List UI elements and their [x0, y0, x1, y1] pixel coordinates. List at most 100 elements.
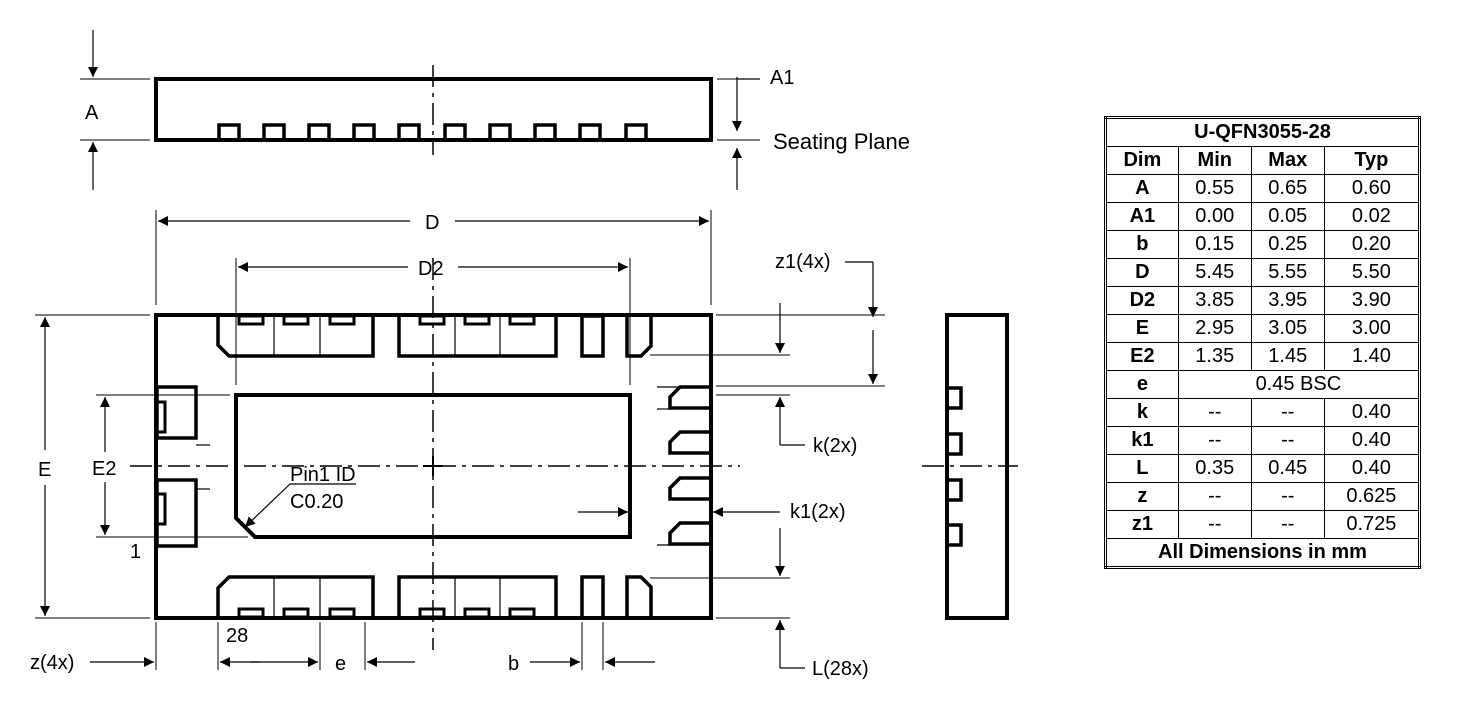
- table-cell-value: 5.55: [1250, 258, 1325, 287]
- pad-marker: [328, 314, 356, 326]
- pad-left: [155, 478, 198, 548]
- table-cell-dim: E: [1105, 314, 1179, 343]
- table-cell-value: --: [1177, 426, 1252, 455]
- pad-marker: [237, 314, 265, 326]
- side-pad: [397, 123, 421, 142]
- end-pad: [945, 432, 963, 456]
- table-cell-value: 3.90: [1323, 286, 1421, 315]
- table-cell-value: --: [1250, 398, 1325, 427]
- table-header-dim: Dim: [1105, 146, 1179, 175]
- table-cell-value: 0.35: [1177, 454, 1252, 483]
- table-cell-value: --: [1177, 398, 1252, 427]
- side-pad: [307, 123, 331, 142]
- pad-marker: [282, 314, 310, 326]
- table-cell-value: 5.45: [1177, 258, 1252, 287]
- side-pad: [443, 123, 467, 142]
- table-cell-dim: E2: [1105, 342, 1179, 371]
- table-cell-dim: k: [1105, 398, 1179, 427]
- side-pad: [217, 123, 241, 142]
- table-cell-value: 0.55: [1177, 174, 1252, 203]
- table-cell-value: 5.50: [1323, 258, 1421, 287]
- end-pad: [945, 478, 963, 502]
- pad-right: [668, 476, 711, 501]
- end-pad: [945, 386, 963, 410]
- table-row: z1----0.725: [1105, 510, 1421, 539]
- table-title: U-QFN3055-28: [1105, 117, 1420, 147]
- table-row: z----0.625: [1105, 482, 1421, 511]
- pad-single: [580, 314, 605, 358]
- side-pad: [578, 123, 602, 142]
- pad-right: [668, 430, 711, 455]
- table-cell-value: 3.05: [1250, 314, 1325, 343]
- label-z: z(4x): [30, 652, 74, 674]
- pad-marker: [155, 492, 167, 526]
- label-E: E: [38, 459, 51, 481]
- table-cell-value: 0.02: [1323, 202, 1421, 231]
- label-E2: E2: [92, 458, 116, 480]
- table-cell-dim: e: [1105, 370, 1179, 399]
- table-cell-dim: A1: [1105, 202, 1179, 231]
- end-pad: [945, 523, 963, 547]
- label-b: b: [508, 653, 519, 675]
- table-cell-value: --: [1250, 426, 1325, 455]
- table-footer: All Dimensions in mm: [1105, 538, 1420, 568]
- table-cell-value: 0.15: [1177, 230, 1252, 259]
- bottom-view: D D2 E E2 z1(4x) k(2x): [30, 210, 885, 680]
- table-cell-value: 0.40: [1323, 454, 1421, 483]
- pad-single: [580, 575, 605, 620]
- table-cell-value: 0.45 BSC: [1177, 370, 1421, 399]
- table-cell-dim: b: [1105, 230, 1179, 259]
- pad-group-top-left: [216, 315, 375, 358]
- label-k1: k1(2x): [790, 501, 846, 523]
- pad-marker: [463, 607, 491, 619]
- end-view-pads: [945, 386, 963, 547]
- label-L: L(28x): [812, 658, 869, 680]
- end-view: [922, 313, 1018, 620]
- table-cell-dim: k1: [1105, 426, 1179, 455]
- label-A1: A1: [770, 67, 794, 89]
- side-pad: [488, 123, 512, 142]
- table-header-max: Max: [1250, 146, 1325, 175]
- table-cell-value: 0.625: [1323, 482, 1421, 511]
- table-cell-dim: A: [1105, 174, 1179, 203]
- label-pin-1: 1: [130, 541, 141, 563]
- pad-group-bottom-mid: [397, 575, 558, 618]
- side-pad: [352, 123, 376, 142]
- pad-single: [625, 575, 653, 618]
- label-D: D: [425, 212, 439, 234]
- pad-group-bottom-left: [216, 575, 375, 618]
- table-cell-value: 0.00: [1177, 202, 1252, 231]
- table-cell-value: --: [1250, 482, 1325, 511]
- table-cell-value: 1.40: [1323, 342, 1421, 371]
- table-cell-value: 3.00: [1323, 314, 1421, 343]
- table-cell-value: 3.85: [1177, 286, 1252, 315]
- bottom-view-pads: [155, 314, 711, 620]
- pad-single: [625, 315, 653, 358]
- pad-group-top-mid: [397, 315, 558, 358]
- table-cell-value: 0.725: [1323, 510, 1421, 539]
- table-header-min: Min: [1177, 146, 1252, 175]
- pad-marker: [508, 607, 536, 619]
- table-cell-value: 0.60: [1323, 174, 1421, 203]
- label-k: k(2x): [813, 435, 857, 457]
- table-cell-value: 1.45: [1250, 342, 1325, 371]
- table-cell-value: 0.25: [1250, 230, 1325, 259]
- table-cell-value: 0.40: [1323, 398, 1421, 427]
- label-D2: D2: [418, 258, 444, 280]
- table-cell-dim: D: [1105, 258, 1179, 287]
- label-e: e: [335, 653, 346, 675]
- pad-marker: [418, 607, 446, 619]
- pad-marker: [508, 314, 536, 326]
- table-cell-value: --: [1177, 510, 1252, 539]
- pad-right: [668, 385, 711, 410]
